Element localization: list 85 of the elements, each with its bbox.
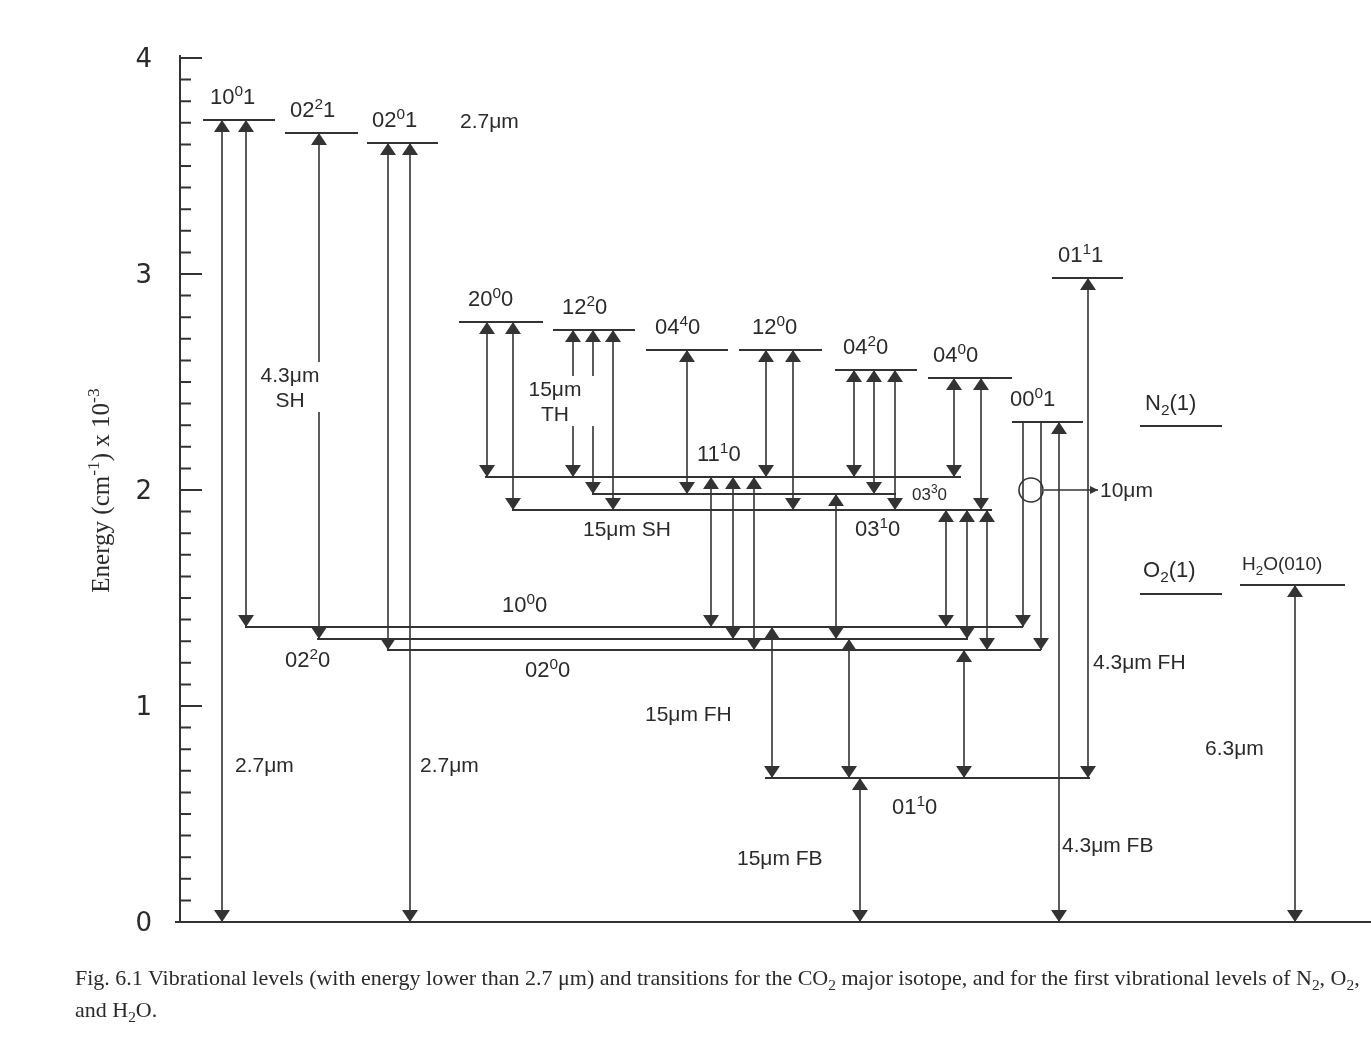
level-label: 02$^{2}$0 — [285, 647, 331, 673]
level-label: 04$^{0}$0 — [933, 342, 979, 368]
level-label: 03$^{3}$0 — [912, 482, 947, 506]
transition-arrow — [1033, 421, 1049, 651]
transition-arrow — [973, 377, 989, 511]
transition-arrow — [852, 777, 868, 923]
energy-level — [553, 294, 635, 331]
level-label: 12$^{2}$0 — [562, 294, 608, 320]
figure-caption: Fig. 6.1 Vibrational levels (with energy lower than 2.7 μm) and transitions for the CO$_{2}$ major isotope, and for the first vibrational levels of N$_{2}$, O$_{2}$, and H$_{2}$O. — [75, 964, 1361, 1026]
energy-level — [1010, 386, 1083, 423]
energy-level — [459, 286, 543, 323]
energy-level — [835, 334, 917, 371]
wavelength-label: 2.7μm — [235, 752, 294, 777]
transition-arrow — [938, 509, 954, 628]
level-label: 04$^{4}$0 — [655, 314, 701, 340]
energy-level — [285, 97, 358, 134]
energy-level — [646, 314, 728, 351]
transition-arrow — [979, 509, 995, 651]
wavelength-label: 6.3μm — [1205, 735, 1264, 760]
transition-arrow — [703, 476, 719, 628]
axis-tick-label: 0 — [134, 908, 152, 936]
ground-level-line — [175, 921, 1371, 923]
level-label: 02$^{0}$1 — [372, 107, 418, 133]
axis-tick-label: 4 — [134, 44, 152, 72]
level-label: 01$^{1}$1 — [1058, 242, 1104, 268]
energy-level — [245, 592, 1023, 628]
transition-arrow — [380, 142, 396, 651]
energy-level — [928, 342, 1012, 379]
energy-level — [739, 314, 822, 351]
transition-arrow — [828, 493, 844, 640]
level-label: O$_{2}$(1) — [1143, 557, 1196, 583]
wavelength-label: 15μm FH — [645, 701, 732, 726]
energy-level — [367, 107, 438, 144]
level-label: N$_{2}$(1) — [1145, 390, 1197, 416]
level-label: 12$^{0}$0 — [752, 314, 798, 340]
wavelength-label: 4.3μm FB — [1062, 832, 1154, 857]
level-label: 10$^{0}$0 — [502, 592, 548, 618]
transition-arrow — [1043, 486, 1099, 494]
transition-arrow — [841, 638, 857, 779]
level-label: 01$^{1}$0 — [892, 794, 938, 820]
wavelength-label: 15μm SH — [583, 516, 671, 541]
transition-arrow — [311, 132, 327, 640]
wavelength-label: 10μm — [1100, 478, 1153, 502]
level-label: 20$^{0}$0 — [468, 286, 514, 312]
transition-arrow — [1080, 277, 1096, 779]
energy-level — [485, 441, 961, 478]
transition-arrow — [479, 321, 495, 478]
wavelength-label: 15μm FB — [737, 845, 823, 870]
energy-level — [203, 84, 275, 121]
circle-marker — [1018, 477, 1044, 503]
level-label: 04$^{2}$0 — [843, 334, 889, 360]
transition-arrow — [764, 626, 780, 779]
transition-arrow — [956, 649, 972, 779]
level-label: 02$^{2}$1 — [290, 97, 336, 123]
wavelength-label: 2.7μm — [460, 108, 519, 133]
transition-arrow — [1051, 421, 1067, 923]
axis-tick-label: 1 — [134, 692, 152, 720]
transition-arrow — [214, 119, 230, 923]
transition-arrow — [866, 369, 882, 495]
level-label: H$_{2}$O(010) — [1242, 552, 1323, 577]
transition-arrow — [758, 349, 774, 478]
transition-arrow — [1287, 584, 1303, 923]
transition-arrow — [785, 349, 801, 511]
level-label: 11$^{1}$0 — [697, 441, 741, 467]
transition-arrow — [402, 142, 418, 923]
transition-arrow — [605, 329, 621, 511]
transition-arrow — [887, 369, 903, 511]
transition-arrow — [1015, 421, 1031, 628]
level-label: 00$^{0}$1 — [1010, 386, 1056, 412]
level-label: 02$^{0}$0 — [525, 657, 571, 683]
axis-tick-label: 3 — [134, 260, 152, 288]
transition-arrow — [238, 119, 254, 628]
transition-arrow — [846, 369, 862, 478]
wavelength-label: 4.3μm FH — [1093, 649, 1186, 674]
transition-arrow — [946, 377, 962, 478]
transition-arrow — [959, 509, 975, 640]
transition-arrow — [505, 321, 521, 511]
axis-tick-label: 2 — [134, 476, 152, 504]
transition-arrow — [679, 349, 695, 495]
energy-level — [1052, 242, 1123, 279]
level-label: 10$^{0}$1 — [210, 84, 256, 110]
transition-arrow — [725, 476, 741, 640]
wavelength-label: 2.7μm — [420, 752, 479, 777]
transition-arrow — [746, 476, 762, 651]
level-label: 03$^{1}$0 — [855, 516, 901, 542]
